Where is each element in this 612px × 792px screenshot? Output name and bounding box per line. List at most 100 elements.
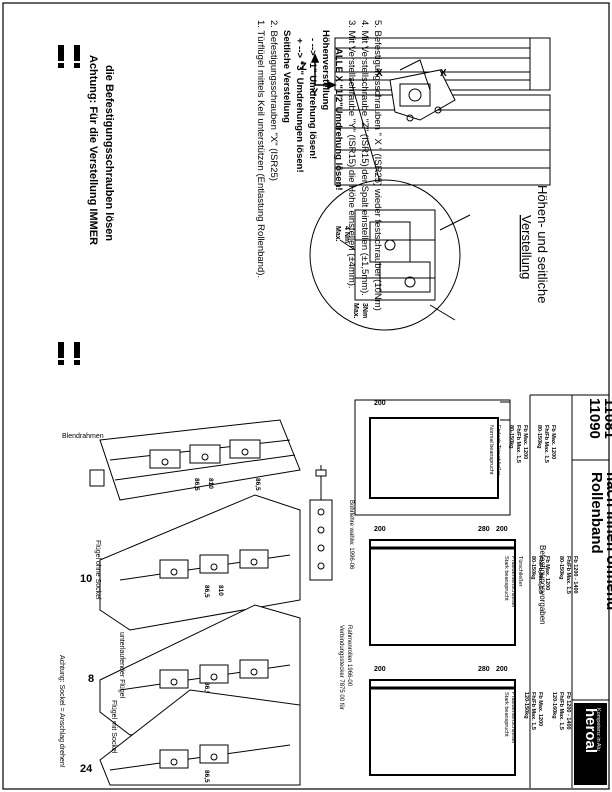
svg-text:nach innen öffnend: nach innen öffnend	[603, 472, 612, 610]
svg-text:Fb Max. 1200: Fb Max. 1200	[544, 556, 550, 590]
sash-offset-10: 10	[80, 573, 92, 585]
sash-2-label: unterlaufender Flügel	[118, 632, 125, 699]
svg-text:Fb 1200 - 1400: Fb 1200 - 1400	[565, 692, 571, 730]
frame-drawing	[89, 419, 301, 501]
svg-text:120-150kg: 120-150kg	[523, 692, 529, 719]
lateral-plus: + --> "3" Umdrehungen lösen!	[294, 38, 305, 173]
sash-1-label: Flügel ohne Sockel	[94, 540, 101, 600]
sash-drawing-1	[99, 494, 301, 631]
frame-label: Blendrahmen	[62, 433, 104, 440]
spec-3-dim-far: 200	[496, 666, 508, 673]
svg-text:Präsidentenschließer: Präsidentenschließer	[510, 556, 516, 608]
svg-text:Fb 1200 - 1400: Fb 1200 - 1400	[572, 556, 578, 594]
adjustment-title: Höhen- und seitliche Verstellung	[519, 185, 550, 304]
svg-text:Bohrlehre wahlw. 1996-06: Bohrlehre wahlw. 1996-06	[348, 500, 354, 570]
detail-magnifier	[339, 209, 471, 321]
svg-text:Kompetenz in Alu: Kompetenz in Alu	[595, 708, 601, 751]
sash-2-dims: 86,5	[203, 682, 210, 695]
svg-text:Normal beansprucht: Normal beansprucht	[488, 425, 494, 475]
svg-text:Höhen- und seitliche: Höhen- und seitliche	[535, 185, 550, 304]
instruction-block: 1. Türflügel mittels Keil unterstützen (…	[255, 20, 383, 311]
connector-note: Verbindungsstecker 7875 00 für Rahmenrol…	[338, 625, 352, 710]
sash-drawing-3	[99, 689, 301, 786]
step-2: 2. Befestigungsschrauben "X" (ISR25)	[268, 20, 279, 181]
svg-text:Fh/Fb Max. 1,5: Fh/Fb Max. 1,5	[530, 692, 536, 730]
svg-text:Einfach Türschließer: Einfach Türschließer	[495, 425, 501, 476]
svg-text:Max.: Max.	[334, 226, 341, 242]
lateral-minus: - --> "1" Umdrehung lösen!	[307, 38, 318, 159]
svg-text:80-150kg: 80-150kg	[530, 556, 536, 580]
base-note: Achtung: Sockel = Anschlag drehen!	[58, 655, 65, 768]
svg-text:11081: 11081	[601, 398, 612, 439]
step-4: 4. Mit Verstellschraube "Z" (ISR15) der …	[359, 20, 370, 296]
warning-block: Achtung: Für die Verstellung IMMER die B…	[87, 55, 115, 245]
spec-2-dim-right: 280	[478, 526, 490, 533]
product-title: Rollenband nach innen öffnend	[588, 472, 612, 610]
warning-icon-bottom	[58, 342, 80, 365]
spec-2-dim-far: 200	[496, 526, 508, 533]
article-numbers: 11090 11081	[586, 398, 612, 439]
axis-y-label: Y	[311, 87, 319, 99]
svg-text:Fh/Fb Max. 1,5: Fh/Fb Max. 1,5	[537, 556, 543, 594]
svg-text:Stark beansprucht: Stark beansprucht	[503, 556, 509, 601]
max-torque-b: Max. 3Nm	[352, 303, 368, 319]
svg-text:heroal: heroal	[582, 708, 599, 753]
section-label: Befestigungsvorgaben	[538, 545, 547, 625]
svg-text:Rollenband: Rollenband	[588, 472, 605, 554]
fixing-spec-3: 200 280 200 Stark beansprucht Präsidente…	[369, 666, 571, 776]
svg-text:86,5: 86,5	[254, 478, 261, 491]
warning-line-2: die Befestigungsschrauben lösen	[103, 65, 115, 241]
svg-text:Fh/Fb Max. 1,5: Fh/Fb Max. 1,5	[543, 425, 549, 463]
svg-text:Fb Max. 1200: Fb Max. 1200	[537, 692, 543, 726]
brand-logo-box	[574, 703, 607, 785]
axis-z-label: Z	[300, 61, 307, 73]
spec-3-dim-right: 280	[478, 666, 490, 673]
svg-text:Befestigungsvorgaben: Befestigungsvorgaben	[538, 545, 547, 625]
svg-text:Präsidentenschließer: Präsidentenschließer	[510, 692, 516, 744]
sash-offset-8: 8	[88, 673, 94, 685]
frame-dims-2: 86,5	[254, 478, 261, 491]
axis-x-label: X	[376, 68, 383, 79]
svg-text:Fh/Fb Max. 1,5: Fh/Fb Max. 1,5	[565, 556, 571, 594]
svg-text:86,5: 86,5	[193, 478, 200, 491]
sash-offset-24: 24	[80, 763, 93, 775]
svg-text:unterlaufender Flügel: unterlaufender Flügel	[118, 632, 125, 699]
svg-text:Fb Max. 1200: Fb Max. 1200	[522, 425, 528, 459]
sash-3-dims: 86,5	[203, 770, 210, 783]
svg-text:Fb Max. 1200: Fb Max. 1200	[550, 425, 556, 459]
sash-1-dims: 86,5 810	[203, 585, 224, 598]
svg-text:Fh/Fb Max. 1,5: Fh/Fb Max. 1,5	[515, 425, 521, 463]
svg-text:Rahmenrollen 1966-00: Rahmenrollen 1966-00	[346, 625, 352, 687]
axis-arrows	[310, 53, 337, 90]
svg-text:86,5: 86,5	[203, 585, 210, 598]
step-5: 5. Befestigungsschrauben " X " (ISR25) w…	[372, 20, 383, 311]
svg-text:Flügel ohne Sockel: Flügel ohne Sockel	[94, 540, 101, 600]
lateral-heading: Seitliche Verstellung	[281, 30, 292, 123]
fixing-spec-2: 200 280 200 Stark beansprucht Präsidente…	[369, 526, 578, 646]
svg-text:120-160kg: 120-160kg	[551, 692, 557, 719]
svg-text:80-150kg: 80-150kg	[536, 425, 542, 449]
max-torque-a: Max. 4 Nm	[334, 226, 350, 243]
height-all: ALLE X "1/2"Umdrehung lösen!	[333, 48, 344, 191]
axis-x-label-2: X	[440, 68, 447, 79]
frame-dims: 86,5 810	[193, 478, 214, 491]
svg-text:Fh/Fb Max. 1,5: Fh/Fb Max. 1,5	[558, 692, 564, 730]
step-1: 1. Türflügel mittels Keil unterstützen (…	[255, 20, 266, 278]
svg-text:Achtung: Sockel = Anschlag dre: Achtung: Sockel = Anschlag drehen!	[58, 655, 65, 768]
svg-text:Verstellung: Verstellung	[519, 215, 534, 279]
svg-text:Türschließer: Türschließer	[517, 556, 523, 587]
gauge-note: Bohrlehre wahlw. 1996-06	[348, 500, 354, 570]
drill-gauge	[309, 465, 333, 581]
sash-3-label: Flügel mit Sockel	[110, 700, 117, 754]
svg-text:4 Nm: 4 Nm	[343, 226, 350, 243]
warning-line-1: Achtung: Für die Verstellung IMMER	[87, 55, 99, 245]
svg-text:80-150kg: 80-150kg	[508, 425, 514, 449]
spec-2-dim-left: 200	[374, 526, 386, 533]
svg-text:Verbindungsstecker 7875 00 für: Verbindungsstecker 7875 00 für	[338, 625, 344, 710]
fixing-spec-1: 200 Normal beansprucht Einfach Türschlie…	[354, 399, 556, 516]
svg-text:Stark beansprucht: Stark beansprucht	[503, 692, 509, 737]
svg-text:810: 810	[217, 585, 224, 596]
warning-icon-top	[58, 45, 80, 68]
